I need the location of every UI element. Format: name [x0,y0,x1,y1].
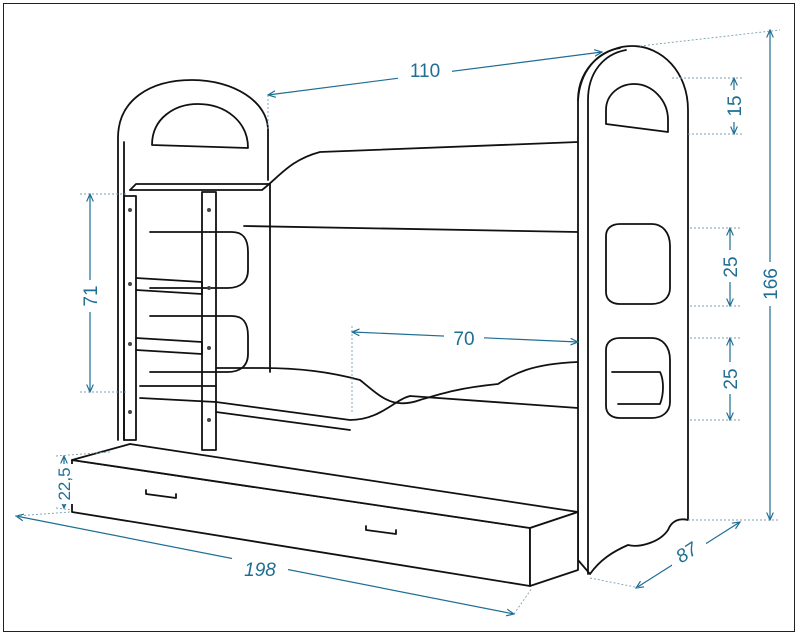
ladder-bolt [207,418,211,422]
ladder-right-rail [201,191,217,451]
back-opening-lower [149,315,249,373]
back-headboard [117,79,269,441]
label-drawer-height: 22,5 [55,467,74,500]
label-bg [672,536,706,566]
upper-bunk-side [129,183,271,191]
label-bg [718,250,742,282]
image-border [3,3,795,632]
dimension-labels: 110 70 198 15 166 25 25 71 22,5 87 [52,58,782,582]
lower-bunk-rail [215,361,579,405]
front-opening-lower-inner [611,371,664,405]
ext-line [55,451,111,457]
ladder-bolt [128,410,132,414]
upper-bunk-bottom [243,225,579,233]
label-bg [398,58,452,82]
label-lower-rail-length: 70 [453,329,474,350]
upper-bunk-rail [129,141,579,191]
ladder-bolt [128,282,132,286]
label-bg [78,280,102,312]
ladder-left-rail [123,195,137,441]
label-top-length: 110 [410,61,440,82]
ext-line [55,507,73,511]
back-headboard-opening [151,103,249,149]
ext-line [589,577,641,589]
ladder-step-upper [135,277,203,295]
label-side-opening-lower: 25 [721,368,742,389]
label-arch-height: 15 [725,95,746,116]
ladder-step-lower [135,337,203,355]
label-bg [722,90,746,122]
ext-line [513,587,533,615]
ext-line [639,29,781,47]
lower-bunk-front-bottom [215,411,351,431]
ext-line [15,511,71,517]
front-opening-lower [605,337,671,419]
label-total-length: 198 [244,560,276,581]
lower-bunk-front-top [139,395,579,421]
bed-outline [71,45,689,587]
label-side-opening-upper: 25 [721,256,742,277]
ladder-bolt [128,342,132,346]
trundle-drawer-side [529,511,579,587]
label-ladder-height: 71 [81,285,102,306]
label-bg [758,262,782,306]
drawer-handle-left [145,489,177,499]
label-bg [444,326,484,350]
ladder-bolt [128,208,132,212]
ladder-bolt [207,286,211,290]
back-opening-upper [149,231,249,289]
label-total-height: 166 [761,268,782,300]
label-bg [718,362,742,394]
front-opening-upper [605,223,671,305]
ladder-bolt [207,346,211,350]
label-bg [52,464,76,504]
ladder-bolt [207,208,211,212]
label-bg [232,556,288,582]
front-opening-top [605,83,669,133]
